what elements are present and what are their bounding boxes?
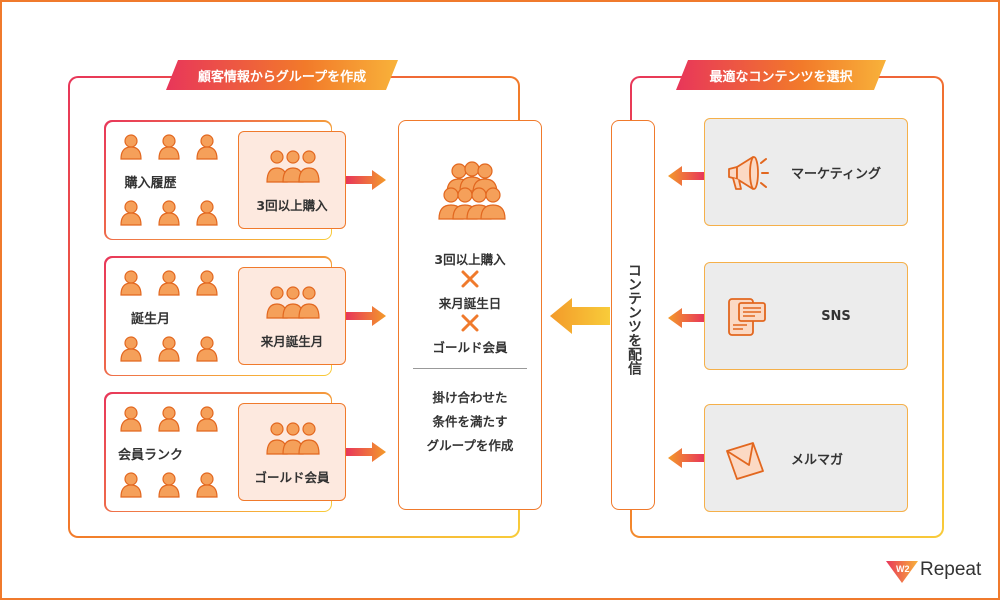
distribute-content-box: コンテンツを配信 [611,120,655,510]
person-icon [157,471,180,498]
group-people-icon [265,148,321,188]
person-icon [195,335,218,362]
envelope-icon [726,442,764,480]
mobile-chat-icon [728,298,766,336]
cross-icon [461,270,479,288]
combined-group-box: 3回以上購入 来月誕生日 ゴールド会員 掛け合わせた 条件を満たす グループを作… [398,120,542,510]
person-icon [195,405,218,432]
condition-label: 3回以上購入 [256,198,328,213]
arrow-right-icon [346,442,386,462]
left-panel-title: 顧客情報からグループを作成 [166,60,398,90]
person-icon [195,269,218,296]
arrow-left-icon [668,308,704,328]
content-label-mailmag: メルマガ [791,452,844,468]
person-icon [119,335,142,362]
w2-repeat-logo: W2 Repeat [884,557,984,585]
person-icon [119,471,142,498]
person-icon [119,269,142,296]
arrow-right-icon [346,170,386,190]
condition-box: 来月誕生月 [238,267,346,365]
arrow-left-icon [668,166,704,186]
condition-1: 3回以上購入 [434,252,506,267]
condition-box: ゴールド会員 [238,403,346,501]
result-line-3: グループを作成 [426,438,514,453]
content-label-sns: SNS [821,308,851,324]
group-people-icon [438,161,506,220]
content-card-mailmag[interactable]: メルマガ [704,404,908,512]
row-label: 購入履歴 [124,175,177,191]
logo-mark-text: W2 [896,564,910,574]
person-icon [119,199,142,226]
megaphone-icon [728,156,769,190]
row-label: 誕生月 [130,311,170,327]
result-line-1: 掛け合わせた [432,390,508,405]
condition-3: ゴールド会員 [432,340,508,355]
person-icon [157,199,180,226]
logo-wordmark: Repeat [920,559,982,580]
content-card-sns[interactable]: SNS [704,262,908,370]
person-icon [157,269,180,296]
person-icon [157,405,180,432]
divider [413,368,527,369]
person-icon [195,133,218,160]
condition-2: 来月誕生日 [438,296,502,311]
person-icon [119,405,142,432]
person-icon [119,133,142,160]
condition-label: ゴールド会員 [254,470,330,485]
content-label-marketing: マーケティング [791,166,881,182]
distribute-content-label: コンテンツを配信 [626,263,642,375]
person-icon [157,335,180,362]
group-people-icon [265,284,321,324]
arrow-left-icon [668,448,704,468]
big-arrow-left-icon [550,298,610,334]
condition-label: 来月誕生月 [260,334,324,349]
condition-box: 3回以上購入 [238,131,346,229]
person-icon [195,471,218,498]
group-people-icon [265,420,321,460]
result-line-2: 条件を満たす [432,414,508,429]
w2-logo-mark-icon: W2 [886,561,918,583]
right-panel-title: 最適なコンテンツを選択 [676,60,886,90]
content-card-marketing[interactable]: マーケティング [704,118,908,226]
person-icon [195,199,218,226]
person-icon [157,133,180,160]
cross-icon [461,314,479,332]
row-label: 会員ランク [117,447,183,463]
arrow-right-icon [346,306,386,326]
